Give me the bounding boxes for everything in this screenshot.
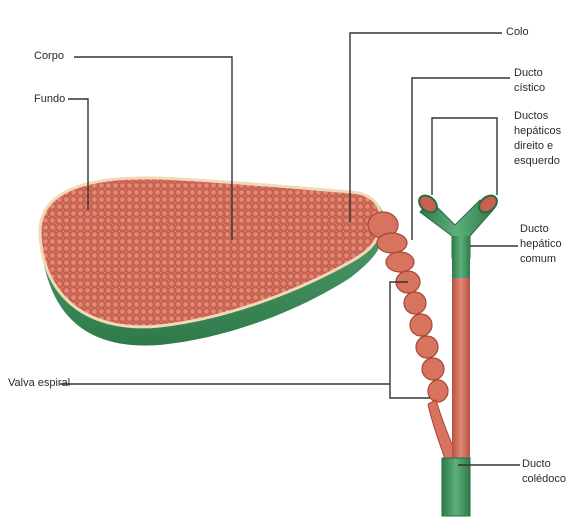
- label-ducto-cistico: Ducto cístico: [514, 66, 545, 96]
- label-ductos-hepaticos: Ductos hepáticos direito e esquerdo: [514, 109, 561, 169]
- common-bile-duct-outer: [442, 458, 470, 516]
- gallbladder-body: [40, 178, 381, 327]
- label-line: hepático: [520, 237, 562, 252]
- label-valva-espiral: Valva espiral: [8, 376, 70, 391]
- common-bile-duct-inner: [452, 278, 470, 460]
- label-line: hepáticos: [514, 124, 561, 139]
- label-ducto-hepatico-comum: Ducto hepático comum: [520, 222, 562, 267]
- leader-colo: [350, 33, 502, 222]
- label-line: comum: [520, 252, 562, 267]
- spiral-valve: [368, 212, 458, 462]
- label-line: direito e: [514, 139, 561, 154]
- leader-ductos-hepaticos: [432, 118, 497, 195]
- label-ducto-coledoco: Ducto colédoco: [522, 457, 566, 487]
- label-line: Ducto: [520, 222, 562, 237]
- label-line: Ducto: [522, 457, 566, 472]
- label-line: Ducto: [514, 66, 545, 81]
- label-line: esquerdo: [514, 154, 561, 169]
- common-hepatic-duct: [452, 236, 470, 280]
- label-colo: Colo: [506, 25, 529, 40]
- label-fundo: Fundo: [34, 92, 65, 107]
- label-corpo: Corpo: [34, 49, 64, 64]
- label-line: cístico: [514, 81, 545, 96]
- label-line: Ductos: [514, 109, 561, 124]
- label-line: colédoco: [522, 472, 566, 487]
